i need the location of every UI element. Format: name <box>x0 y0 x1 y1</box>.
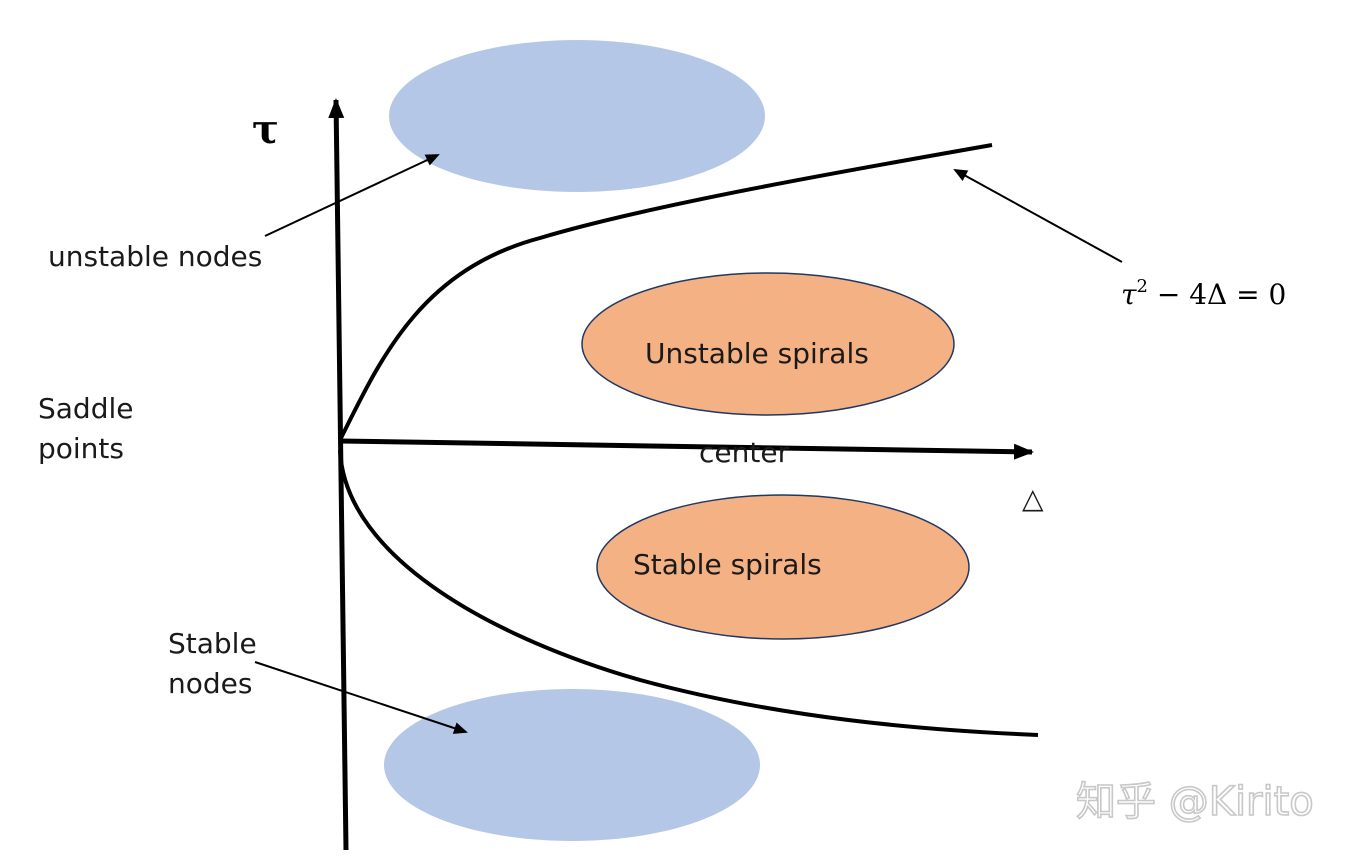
parabola-upper-branch <box>338 143 993 441</box>
tau-axis <box>328 98 349 851</box>
unstable-spirals-label: Unstable spirals <box>645 337 869 370</box>
stable-nodes-label-line1: Stable <box>168 627 257 660</box>
delta-axis-label: △ <box>1022 482 1044 515</box>
equation-rest: − 4Δ = 0 <box>1148 278 1286 311</box>
unstable-nodes-region <box>389 40 765 192</box>
stable-nodes-label-line2: nodes <box>168 667 252 700</box>
tau-axis-label: τ <box>252 106 279 153</box>
unstable-spirals-region <box>581 272 955 416</box>
stable-nodes-pointer <box>254 661 468 734</box>
saddle-points-label-line1: Saddle <box>38 392 133 425</box>
equation-tau: τ <box>1121 278 1137 311</box>
equation-exponent: 2 <box>1137 276 1148 297</box>
delta-axis <box>339 438 1034 460</box>
curve-equation: τ2 − 4Δ = 0 <box>1121 276 1286 311</box>
saddle-points-label-line2: points <box>38 432 124 465</box>
equation-pointer <box>953 169 1123 263</box>
unstable-nodes-label: unstable nodes <box>48 240 262 273</box>
stable-spirals-region <box>596 494 970 640</box>
center-label: center <box>699 436 790 469</box>
parabola-lower-branch <box>338 449 1039 737</box>
watermark: 知乎 @Kirito <box>1076 779 1314 825</box>
unstable-nodes-pointer <box>264 154 440 237</box>
stable-nodes-region <box>384 689 760 841</box>
stable-spirals-label: Stable spirals <box>633 548 822 581</box>
